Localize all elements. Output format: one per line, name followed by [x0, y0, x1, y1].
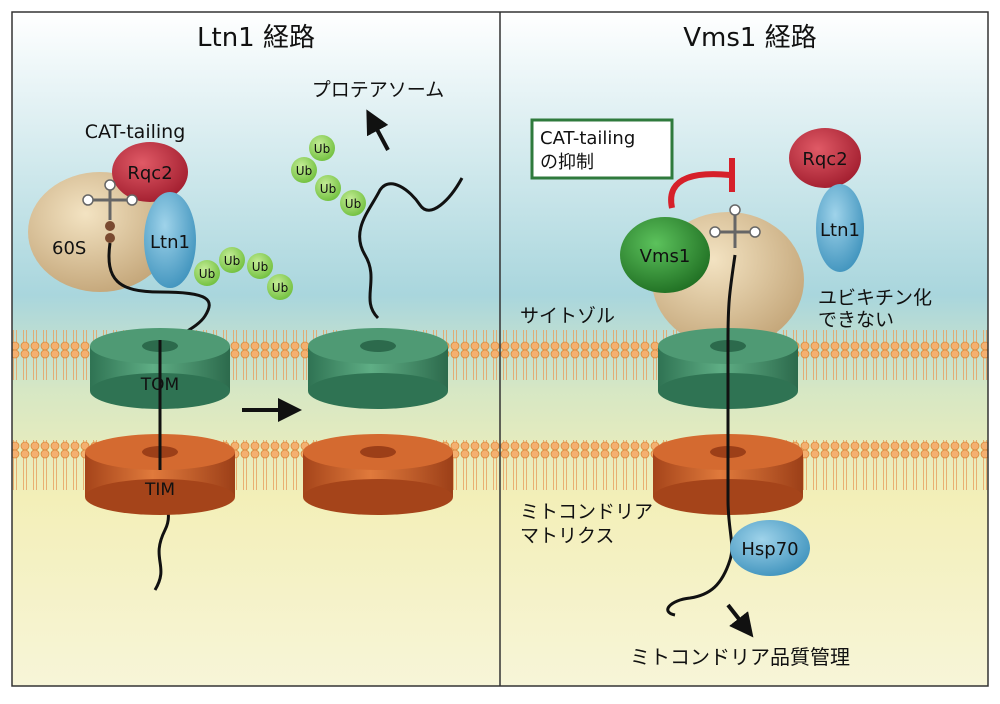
trna-cross-icon	[82, 179, 138, 220]
ubiquitin-chain-extracted: Ub Ub Ub Ub	[291, 135, 366, 216]
inhibition-arc	[668, 171, 731, 209]
nascent-polypeptide	[666, 254, 737, 617]
proteasome-label: プロテアソーム	[312, 79, 444, 101]
no-ubiquitination-line2: できない	[818, 309, 894, 331]
hsp70-protein	[730, 520, 810, 576]
ltn1-protein	[816, 184, 864, 272]
rqc2-protein	[112, 142, 188, 202]
tom-complex-empty	[308, 328, 448, 409]
ub-label: Ub	[272, 281, 288, 295]
matrix-label-line2: マトリクス	[520, 525, 614, 547]
ub-label: Ub	[320, 182, 336, 196]
hsp70-label: Hsp70	[741, 539, 798, 560]
ub-label: Ub	[314, 142, 330, 156]
ltn1-label: Ltn1	[820, 220, 860, 241]
ub-label: Ub	[345, 197, 361, 211]
tim-complex-empty	[303, 434, 453, 515]
ltn1-protein	[144, 192, 196, 288]
cat-tailing-label: CAT-tailing	[85, 121, 186, 143]
proteasome-arrow	[366, 109, 390, 151]
quality-control-arrow	[726, 603, 754, 638]
ribosome-60s-label: 60S	[52, 238, 86, 259]
cytosol-label: サイトゾル	[520, 305, 615, 327]
alanine-bead	[105, 233, 115, 243]
quality-control-label: ミトコンドリア品質管理	[630, 645, 850, 669]
rqc2-label: Rqc2	[802, 149, 847, 170]
rqc2-protein	[789, 128, 861, 188]
ub-label: Ub	[224, 254, 240, 268]
ub-label: Ub	[252, 260, 268, 274]
no-ubiquitination-line1: ユビキチン化	[818, 287, 932, 309]
alanine-bead	[105, 221, 115, 231]
right-panel-title: Vms1 経路	[683, 23, 816, 53]
ltn1-label: Ltn1	[150, 232, 190, 253]
left-panel: Ltn1 経路 60S Rqc2 Ltn1 CAT-tailing Ub	[28, 23, 464, 591]
rqc2-label: Rqc2	[127, 163, 172, 184]
cat-tailing-inhibit-line2: の抑制	[540, 152, 594, 173]
ub-label: Ub	[296, 164, 312, 178]
vms1-label: Vms1	[640, 246, 691, 267]
ub-label: Ub	[199, 267, 215, 281]
cat-tailing-inhibition-box	[530, 118, 674, 180]
trna-cross-icon	[709, 204, 761, 248]
ubiquitin-chain: Ub Ub Ub Ub	[194, 247, 293, 300]
tim-label: TIM	[144, 480, 175, 500]
left-panel-title: Ltn1 経路	[197, 23, 315, 53]
extracted-polypeptide	[358, 177, 464, 320]
right-panel: Vms1 経路 CAT-tailing の抑制 Rqc2 Ltn1 Vms1 ユ…	[520, 23, 932, 669]
matrix-label-line1: ミトコンドリア	[520, 501, 653, 523]
cat-tailing-inhibit-line1: CAT-tailing	[540, 128, 635, 149]
vms1-protein	[620, 217, 710, 293]
